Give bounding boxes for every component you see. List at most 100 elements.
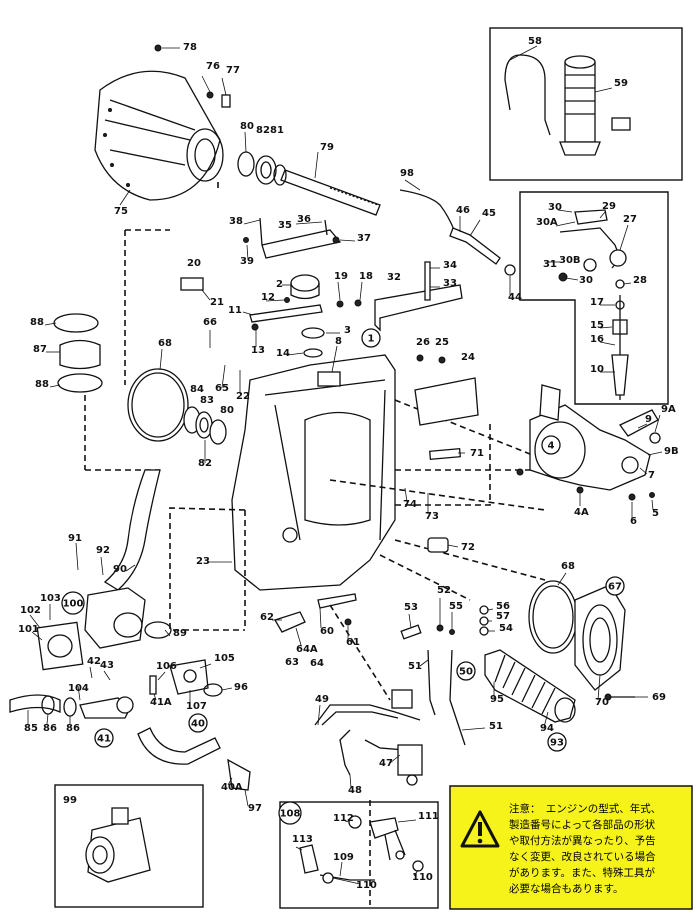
part-callout: 35 bbox=[278, 220, 292, 231]
wiring-harness-47 bbox=[314, 689, 423, 786]
circled-assembly-callout: 93 bbox=[547, 732, 567, 752]
part-callout: 11 bbox=[228, 305, 242, 316]
callout-circle bbox=[188, 713, 208, 733]
fitting-40A bbox=[227, 758, 251, 791]
part-callout: 70 bbox=[595, 697, 609, 708]
part-callout: 84 bbox=[190, 384, 204, 395]
bell-housing-75 bbox=[94, 70, 224, 201]
part-callout: 37 bbox=[357, 233, 371, 244]
circled-callout-label: 4 bbox=[548, 441, 555, 452]
part-callout: 43 bbox=[100, 660, 114, 671]
part-callout: 47 bbox=[379, 758, 393, 769]
part-callout: 33 bbox=[443, 278, 457, 289]
bearing-set-80-84 bbox=[183, 406, 227, 445]
part-callout: 21 bbox=[210, 297, 224, 308]
part-callout: 110 bbox=[412, 872, 433, 883]
part-callout: 65 bbox=[215, 383, 229, 394]
cover-24 bbox=[414, 377, 479, 426]
part-callout: 8 bbox=[335, 336, 342, 347]
part-callout: 79 bbox=[320, 142, 334, 153]
part-callout: 89 bbox=[173, 628, 187, 639]
part-callout: 9A bbox=[661, 404, 676, 415]
part-callout: 23 bbox=[196, 556, 210, 567]
part-callout: 63 bbox=[285, 657, 299, 668]
part-callout: 71 bbox=[470, 448, 484, 459]
pin-71 bbox=[429, 448, 461, 460]
part-callout: 29 bbox=[602, 201, 616, 212]
circled-callout-label: 50 bbox=[459, 667, 473, 678]
callout-circle bbox=[547, 732, 567, 752]
cable-98 bbox=[399, 189, 516, 276]
inset-box-99 bbox=[54, 784, 204, 908]
gear-housing-1 bbox=[231, 354, 396, 591]
part-callout: 59 bbox=[614, 78, 628, 89]
part-callout: 64 bbox=[310, 658, 324, 669]
circled-assembly-callout: 67 bbox=[605, 576, 625, 596]
notice-line-6: 必要な場合もあります。 bbox=[509, 882, 623, 895]
part-callout: 103 bbox=[40, 593, 61, 604]
inset-box-58-59 bbox=[489, 27, 683, 181]
part-callout: 36 bbox=[297, 214, 311, 225]
bracket-32 bbox=[374, 284, 463, 332]
notice-line-5: があります。また、特殊工具が bbox=[509, 866, 655, 879]
bolt-78 bbox=[154, 44, 180, 52]
part-callout: 61 bbox=[346, 637, 360, 648]
part-callout: 98 bbox=[400, 168, 414, 179]
elbow-40 bbox=[137, 727, 221, 765]
bracket-105 bbox=[149, 659, 223, 697]
part-callout: 46 bbox=[456, 205, 470, 216]
part-callout: 19 bbox=[334, 271, 348, 282]
part-callout: 83 bbox=[200, 395, 214, 406]
circled-assembly-callout: 50 bbox=[456, 661, 476, 681]
lever-35 bbox=[243, 217, 342, 259]
part-callout: 104 bbox=[68, 683, 89, 694]
part-callout: 55 bbox=[449, 601, 463, 612]
callout-circle bbox=[456, 661, 476, 681]
part-callout: 41A bbox=[150, 697, 172, 708]
circled-assembly-callout: 41 bbox=[94, 728, 114, 748]
part-callout: 80 bbox=[240, 121, 254, 132]
hose-coupling-87-88 bbox=[53, 313, 103, 393]
part-callout: 85 bbox=[24, 723, 38, 734]
part-callout: 53 bbox=[404, 602, 418, 613]
seal-ring-68 bbox=[127, 368, 189, 442]
part-callout: 90 bbox=[113, 564, 127, 575]
circled-callout-label: 93 bbox=[550, 738, 564, 749]
part-callout: 9B bbox=[664, 446, 679, 457]
part-callout: 88 bbox=[35, 379, 49, 390]
linkage-108 bbox=[299, 815, 424, 884]
part-callout: 73 bbox=[425, 511, 439, 522]
part-callout: 30 bbox=[579, 275, 593, 286]
part-callout: 24 bbox=[461, 352, 475, 363]
callout-circle bbox=[94, 728, 114, 748]
part-callout: 34 bbox=[443, 260, 457, 271]
part-callout: 62 bbox=[260, 612, 274, 623]
part-callout: 28 bbox=[633, 275, 647, 286]
part-callout: 54 bbox=[499, 623, 513, 634]
trim-sender-27 bbox=[558, 209, 629, 400]
circled-assembly-callout: 100 bbox=[61, 591, 85, 615]
notice-box: 注意： エンジンの型式、年式、 製造番号によって各部品の形状 や取付方法が異なっ… bbox=[449, 785, 693, 910]
part-callout: 15 bbox=[590, 320, 604, 331]
part-callout: 110 bbox=[356, 880, 377, 891]
part-callout: 81 bbox=[270, 125, 284, 136]
part-callout: 102 bbox=[20, 605, 41, 616]
part-callout: 105 bbox=[214, 653, 235, 664]
part-callout: 87 bbox=[33, 344, 47, 355]
part-callout: 18 bbox=[359, 271, 373, 282]
part-callout: 38 bbox=[229, 216, 243, 227]
part-callout: 58 bbox=[528, 36, 542, 47]
part-callout: 20 bbox=[187, 258, 201, 269]
circled-callout-label: 67 bbox=[608, 582, 622, 593]
part-callout: 86 bbox=[43, 723, 57, 734]
part-callout: 92 bbox=[96, 545, 110, 556]
notice-line-1: 注意： エンジンの型式、年式、 bbox=[509, 802, 661, 815]
circled-callout-label: 108 bbox=[280, 809, 301, 820]
part-callout: 113 bbox=[292, 834, 313, 845]
notice-line-2: 製造番号によって各部品の形状 bbox=[509, 818, 656, 831]
part-callout: 22 bbox=[236, 391, 250, 402]
part-callout: 10 bbox=[590, 364, 604, 375]
part-callout: 27 bbox=[623, 214, 637, 225]
